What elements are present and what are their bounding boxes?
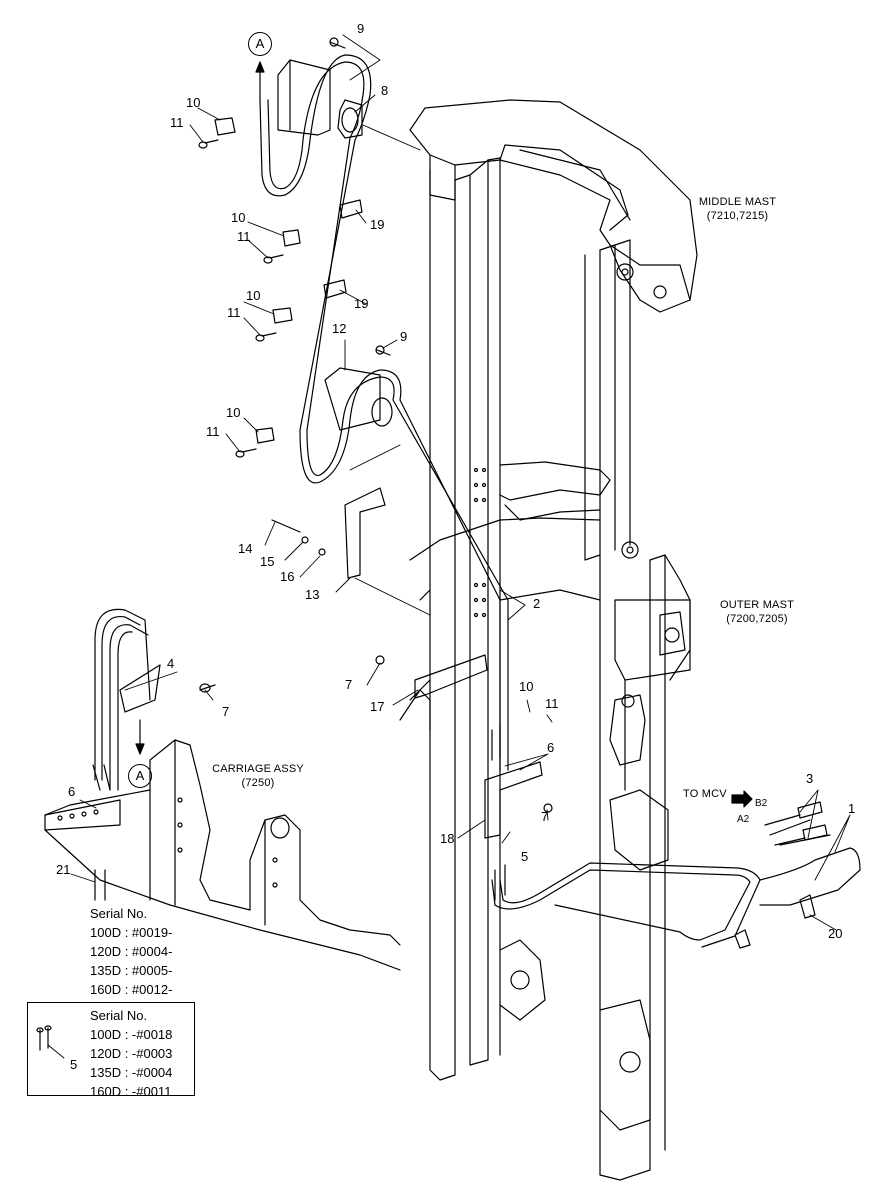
callout-7: 7	[222, 704, 230, 719]
callout-21: 21	[56, 862, 71, 877]
callout-10: 10	[186, 95, 201, 110]
port-b2-label: B2	[755, 798, 768, 809]
callout-13: 13	[305, 587, 320, 602]
serial-new-block: Serial No. 100D : #0019- 120D : #0004- 1…	[90, 904, 172, 999]
lift-hoses	[198, 37, 553, 901]
carriage-assembly	[44, 739, 401, 971]
serial-old-title: Serial No.	[90, 1008, 148, 1023]
middle-mast-title: MIDDLE MAST	[698, 196, 777, 208]
callout-11: 11	[227, 305, 241, 320]
view-marker-a-top: A	[248, 32, 272, 56]
outer-mast-code: (7200,7205)	[726, 613, 788, 625]
callout-11: 11	[206, 424, 220, 439]
callout-10: 10	[246, 288, 261, 303]
callout-9: 9	[400, 329, 408, 344]
callout-15: 15	[260, 554, 275, 569]
serial-old-line: 160D : -#0011	[90, 1084, 172, 1099]
view-arrows	[135, 61, 265, 755]
middle-mast-caption: MIDDLE MAST (7210,7215)	[690, 195, 785, 223]
callout-7: 7	[541, 809, 549, 824]
serial-new-line: 160D : #0012-	[90, 982, 173, 997]
callout-10: 10	[231, 210, 246, 225]
callout-5: 5	[521, 849, 529, 864]
callout-8: 8	[381, 83, 389, 98]
callout-16: 16	[280, 569, 295, 584]
serial-new-line: 120D : #0004-	[90, 944, 173, 959]
port-a2-label: A2	[737, 814, 750, 825]
middle-mast	[409, 99, 698, 1081]
callout-19: 19	[354, 296, 369, 311]
callout-18: 18	[440, 831, 455, 846]
serial-old-box: Serial No. 100D : -#0018 120D : -#0003 1…	[27, 1002, 195, 1099]
callout-11: 11	[237, 229, 251, 244]
callout-20: 20	[828, 926, 843, 941]
callout-14: 14	[238, 541, 253, 556]
mcv-hoses	[491, 801, 861, 949]
callout-6: 6	[547, 740, 555, 755]
callout-1: 1	[848, 801, 856, 816]
callout-10: 10	[519, 679, 534, 694]
callout-11: 11	[545, 696, 559, 711]
callout-7: 7	[345, 677, 353, 692]
callout-2: 2	[533, 596, 541, 611]
carriage-hoses	[92, 608, 216, 901]
callout-12: 12	[332, 321, 347, 336]
carriage-caption: CARRIAGE ASSY (7250)	[204, 762, 312, 790]
middle-mast-code: (7210,7215)	[706, 210, 769, 222]
callout-17: 17	[370, 699, 385, 714]
carriage-title: CARRIAGE ASSY	[212, 763, 304, 775]
callout-6: 6	[68, 784, 76, 799]
to-mcv-arrow	[731, 790, 753, 808]
serial-old-line: 120D : -#0003	[90, 1046, 173, 1061]
serial-old-line: 135D : -#0004	[90, 1065, 173, 1080]
callout-3: 3	[806, 771, 814, 786]
outer-mast	[399, 461, 691, 1181]
view-marker-a-lower: A	[128, 764, 152, 788]
serial-old-line: 100D : -#0018	[90, 1027, 173, 1042]
to-mcv-label: TO MCV	[683, 788, 727, 800]
callout-9: 9	[357, 21, 365, 36]
serial-new-title: Serial No.	[90, 906, 148, 921]
serial-new-line: 100D : #0019-	[90, 925, 173, 940]
callout-10: 10	[226, 405, 241, 420]
callout-19: 19	[370, 217, 385, 232]
callout-5: 5	[70, 1057, 78, 1072]
callout-4: 4	[167, 656, 175, 671]
callout-11: 11	[170, 115, 184, 130]
leader-lines	[47, 34, 851, 1059]
carriage-code: (7250)	[241, 777, 275, 789]
outer-mast-caption: OUTER MAST (7200,7205)	[712, 598, 802, 626]
outer-mast-title: OUTER MAST	[719, 599, 795, 611]
serial-new-line: 135D : #0005-	[90, 963, 173, 978]
serial-old-block: Serial No. 100D : -#0018 120D : -#0003 1…	[90, 1006, 172, 1101]
